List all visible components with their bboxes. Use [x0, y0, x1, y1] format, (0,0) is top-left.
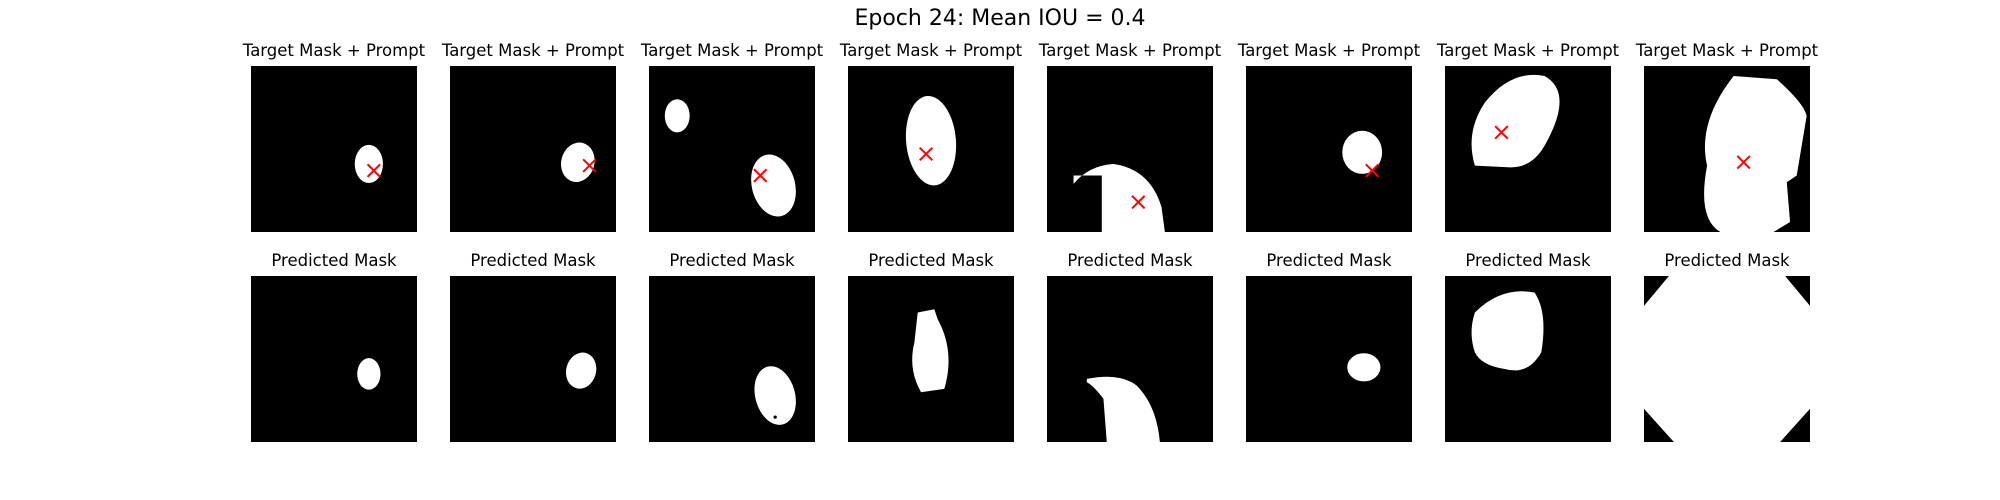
x-mark-icon — [1365, 163, 1380, 178]
x-mark-icon — [1494, 125, 1509, 140]
x-mark-icon — [366, 163, 381, 178]
target-panel-title: Target Mask + Prompt — [1237, 41, 1421, 60]
x-mark-icon — [1736, 155, 1751, 170]
target-panel-title: Target Mask + Prompt — [839, 41, 1023, 60]
predicted-mask-image — [848, 276, 1014, 442]
predicted-mask-image — [1445, 276, 1611, 442]
target-mask-image — [450, 66, 616, 232]
x-mark-icon — [753, 168, 768, 183]
target-panel-title: Target Mask + Prompt — [242, 41, 426, 60]
predicted-panel-title: Predicted Mask — [1465, 251, 1591, 270]
predicted-mask-image — [251, 276, 417, 442]
target-mask-image — [1246, 66, 1412, 232]
figure-title: Epoch 24: Mean IOU = 0.4 — [854, 6, 1146, 31]
target-mask-image — [1047, 66, 1213, 232]
predicted-mask-image — [450, 276, 616, 442]
target-panel-title: Target Mask + Prompt — [640, 41, 824, 60]
target-panel-title: Target Mask + Prompt — [1635, 41, 1819, 60]
target-panel-title: Target Mask + Prompt — [1038, 41, 1222, 60]
predicted-panel-title: Predicted Mask — [470, 251, 596, 270]
x-mark-icon — [919, 146, 934, 161]
x-mark-icon — [582, 158, 597, 173]
target-panel-title: Target Mask + Prompt — [1436, 41, 1620, 60]
target-mask-image — [251, 66, 417, 232]
predicted-panel-title: Predicted Mask — [1664, 251, 1790, 270]
predicted-mask-image — [1246, 276, 1412, 442]
predicted-panel-title: Predicted Mask — [1067, 251, 1193, 270]
predicted-panel-title: Predicted Mask — [1266, 251, 1392, 270]
predicted-mask-image — [649, 276, 815, 442]
target-mask-image — [1644, 66, 1810, 232]
target-mask-image — [1445, 66, 1611, 232]
predicted-panel-title: Predicted Mask — [868, 251, 994, 270]
target-mask-image — [649, 66, 815, 232]
x-mark-icon — [1131, 195, 1146, 210]
target-mask-image — [848, 66, 1014, 232]
predicted-mask-image — [1047, 276, 1213, 442]
target-panel-title: Target Mask + Prompt — [441, 41, 625, 60]
predicted-mask-image — [1644, 276, 1810, 442]
predicted-panel-title: Predicted Mask — [669, 251, 795, 270]
predicted-panel-title: Predicted Mask — [271, 251, 397, 270]
